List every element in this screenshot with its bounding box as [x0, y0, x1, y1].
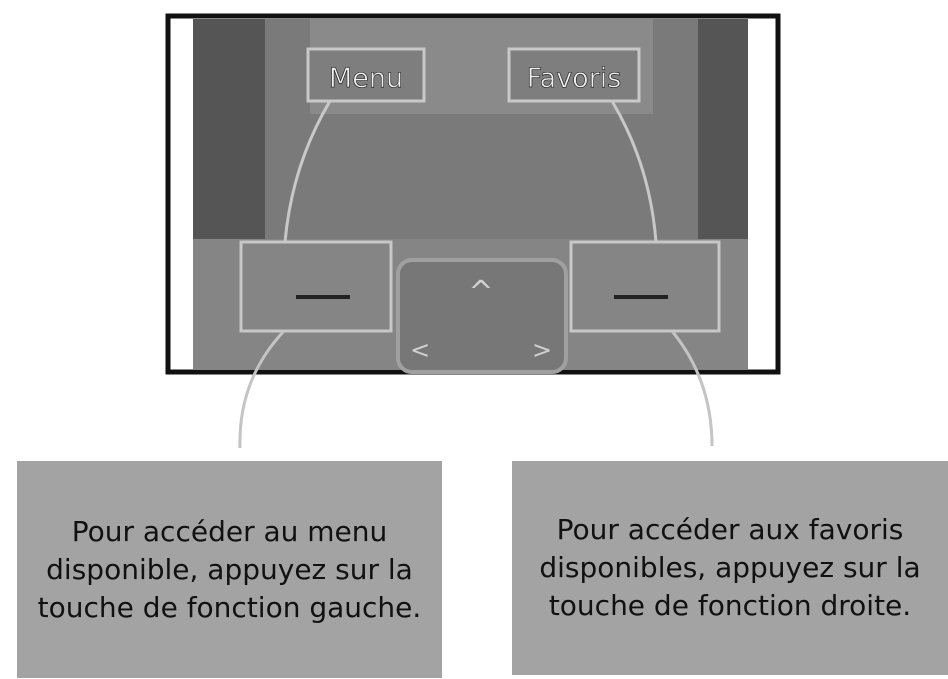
left-softkey-caption-text: Pour accéder au menu disponible, appuyez… [37, 514, 422, 624]
navigation-pad[interactable] [396, 258, 568, 374]
favoris-label-frame [507, 47, 641, 103]
phone-side-left [193, 19, 265, 239]
right-softkey-caption-text: Pour accéder aux favoris disponibles, ap… [539, 513, 921, 622]
favoris-callout-line [610, 100, 658, 243]
phone-side-right [698, 19, 748, 239]
right-softkey-highlight[interactable] [569, 240, 721, 333]
menu-label: Menu [329, 63, 403, 94]
left-caption-callout-line [238, 329, 286, 449]
left-softkey-caption: Pour accéder au menu disponible, appuyez… [17, 461, 442, 678]
right-softkey-caption: Pour accéder aux favoris disponibles, ap… [512, 461, 948, 675]
menu-label-frame [306, 47, 426, 103]
favoris-label: Favoris [527, 63, 622, 94]
nav-up-arrow[interactable]: ^ [468, 275, 493, 310]
nav-right-arrow[interactable]: > [532, 336, 552, 364]
nav-left-arrow[interactable]: < [410, 336, 430, 364]
menu-callout-line [283, 100, 332, 243]
right-caption-callout-line [670, 330, 714, 447]
left-softkey-highlight[interactable] [239, 240, 393, 333]
